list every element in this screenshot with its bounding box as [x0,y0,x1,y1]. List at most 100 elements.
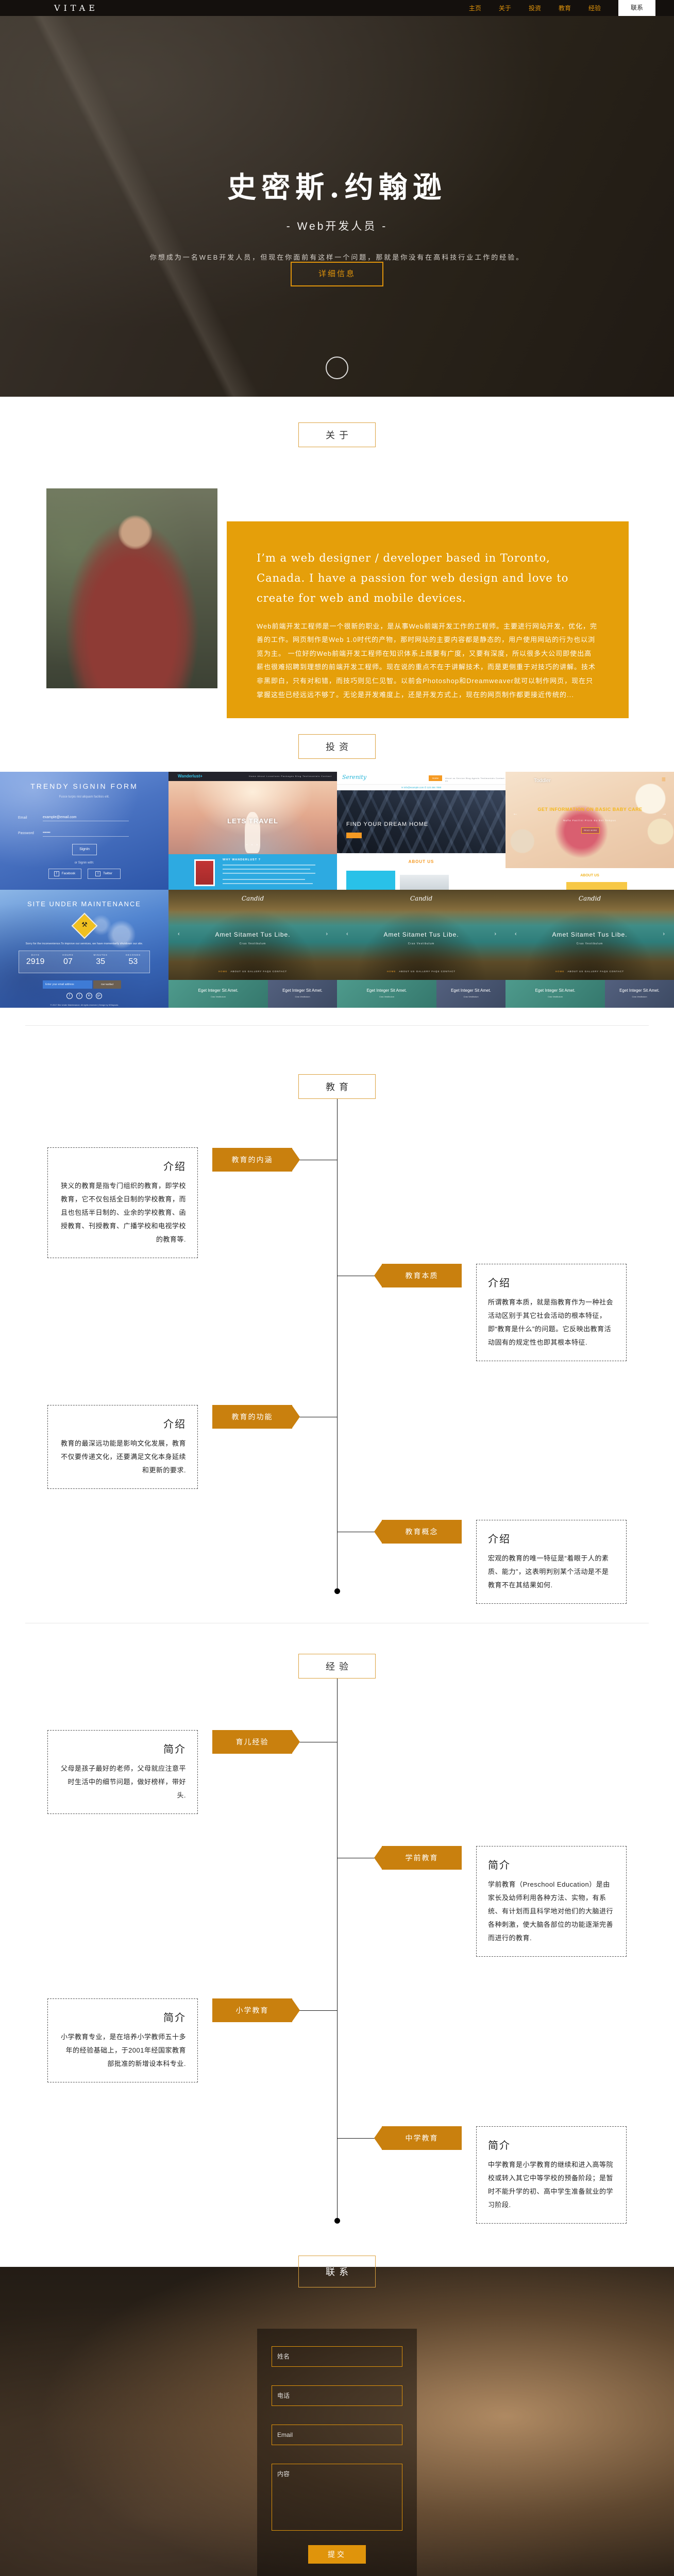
nav-item-about[interactable]: 关于 [498,5,511,12]
next-arrow-icon: → [662,811,667,817]
portfolio-tile-serenity[interactable]: Serenity Home About us Service Blog Agen… [337,772,506,890]
countdown-label: SECONDS [125,954,141,956]
portfolio-tile-wanderlust[interactable]: Wanderlust+ Home About Locations Package… [168,772,337,890]
education-badge-1[interactable]: 教育的内涵 [212,1148,300,1172]
portfolio-tile-toddler[interactable]: Toddler ☰ GET INFORMATION ON BASIC BABY … [506,772,674,890]
tile-brand: Candid [410,895,433,902]
education-badge-2[interactable]: 教育本质 [374,1264,462,1287]
phone-input[interactable] [272,2385,402,2406]
education-badge-3[interactable]: 教育的功能 [212,1405,300,1429]
profile-photo [46,488,217,688]
experience-badge-2[interactable]: 学前教育 [374,1846,462,1870]
hero-role: - Web开发人员 - [286,221,388,232]
signin-button: SignIn [72,844,97,855]
tile-topbar [337,772,506,784]
portfolio-tile-candid[interactable]: Candid ‹ › Amet Sitamet Tus Libe. Cras V… [168,890,337,1008]
timeline-connector [337,2138,380,2139]
submit-button[interactable]: 提交 [308,2545,366,2564]
education-timeline-line [337,1099,338,1588]
experience-badge-4[interactable]: 中学教育 [374,2126,462,2150]
hero-section: 史密斯.约翰逊 - Web开发人员 - 你想成为一名WEB开发人员，但现在你面前… [0,16,674,397]
signin-email-row: Email example@email.com [18,812,149,821]
card-title: Eget Integer Sit Amet. [198,988,239,993]
feature-card-right: Eget Integer Sit Amet. Cras Vestibulum [605,980,674,1008]
countdown-value: 07 [63,957,73,966]
next-arrow-icon: › [494,931,496,937]
card-text: 宏观的教育的唯一特征是“着眼于人的素质、能力”，这表明判别某个活动是不是教育不在… [488,1554,609,1589]
name-input[interactable] [272,2346,402,2367]
nav-item-education[interactable]: 教育 [558,5,571,12]
tile-contact-line: ✉ info@example.com ✆ 123 456 7890 [337,784,506,790]
card-title: Eget Integer Sit Amet. [535,988,576,993]
main-nav: 主页 关于 投资 教育 经验 联系 [469,0,674,16]
text-line [223,869,310,870]
experience-card-3: 简介 小学教育专业，是在培养小学教师五十多年的经验基础上，于2001年经国家教育… [47,1998,198,2082]
tile-subline: Cras Vestibulum [408,942,435,945]
signin-or-text: or Signin with: [74,861,94,865]
card-title: 介绍 [163,1419,186,1430]
lake-photo [337,890,506,980]
tile-footer-note: © 2017 Site Under Maintenance. All right… [50,1004,119,1006]
text-line [223,879,305,880]
menu-icon: ☰ [661,777,666,782]
experience-badge-1[interactable]: 育儿经验 [212,1730,300,1754]
tile-nav-active: HOME [218,970,228,973]
email-label: Email [18,816,27,820]
card-sub: Cras Vestibulum [295,995,310,998]
countdown-value: 53 [128,957,138,966]
nav-item-experience[interactable]: 经验 [588,5,601,12]
education-section-title: 教育 [298,1074,376,1099]
portfolio-tile-signin[interactable]: TRENDY SIGNIN FORM Fusce turpis nisl ali… [0,772,168,890]
prev-arrow-icon: ‹ [515,931,517,937]
maintenance-message: Sorry for the inconvenience.To improve o… [25,942,143,945]
experience-badge-3[interactable]: 小学教育 [212,1998,300,2022]
prev-arrow-icon: ‹ [346,931,348,937]
card-title: Eget Integer Sit Amet. [451,988,491,993]
contact-section-title: 联系 [298,2256,376,2287]
nav-item-contact-active[interactable]: 联系 [618,0,655,16]
lake-photo [506,890,674,980]
portfolio-tile-candid[interactable]: Candid ‹ › Amet Sitamet Tus Libe. Cras V… [506,890,674,1008]
countdown-panel: DAYS 2919 HOURS 07 MINUTES 35 SECONDS 53 [19,951,150,973]
twitter-icon: t [95,871,101,876]
googleplus-icon: g+ [96,993,102,999]
countdown-label: HOURS [62,954,74,956]
top-navbar: VITAE 主页 关于 投资 教育 经验 联系 [0,0,674,16]
tile-brand: Wanderlust+ [178,774,203,778]
baby-photo [506,772,674,868]
lake-photo [168,890,337,980]
nav-item-home[interactable]: 主页 [468,5,481,12]
nav-item-portfolio[interactable]: 投资 [528,5,541,12]
education-card-3: 介绍 教育的最深远功能是影响文化发展，教育不仅要传递文化，还要满足文化本身延续和… [47,1405,198,1489]
twitter-label: Twitter [103,872,112,875]
linkedin-icon: in [86,993,92,999]
card-title: 简介 [488,2140,511,2151]
card-sub: Cras Vestibulum [632,995,647,998]
portfolio-tile-maintenance[interactable]: SITE UNDER MAINTENANCE ⚒ Sorry for the i… [0,890,168,1008]
card-title: 简介 [488,1860,511,1871]
message-textarea[interactable] [272,2464,402,2531]
card-text: 教育的最深远功能是影响文化发展，教育不仅要传递文化，还要满足文化本身延续和更新的… [60,1439,186,1474]
email-input[interactable] [272,2425,402,2445]
portfolio-tile-candid[interactable]: Candid ‹ › Amet Sitamet Tus Libe. Cras V… [337,890,506,1008]
facebook-chip: f Facebook [48,869,81,879]
tools-icon: ⚒ [81,921,88,928]
card-title: Eget Integer Sit Amet. [366,988,407,993]
tile-nav-active: HOME [555,970,565,973]
tile-brand: Serenity [342,774,367,781]
countdown-minutes: MINUTES 35 [85,951,117,973]
tile-about-heading: ABOUT US [580,874,599,877]
details-button[interactable]: 详细信息 [291,262,383,286]
brand-logo[interactable]: VITAE [54,3,98,13]
countdown-days: DAYS 2919 [19,951,52,973]
feature-card-left: Eget Integer Sit Amet. Cras Vestibulum [506,980,605,1008]
card-sub: Cras Vestibulum [463,995,479,998]
tile-headline: LETS TRAVEL [227,817,278,825]
tile-headline: GET INFORMATION ON BASIC BABY CARE [537,807,643,812]
education-card-2: 介绍 所谓教育本质，就是指教育作为一种社会活动区别于其它社会活动的根本特征，即“… [476,1264,627,1361]
social-icons-row: f t in g+ [0,993,168,999]
tile-subline: Nulla Facilisi Proin Eu Est Tempus [563,819,616,822]
scroll-down-indicator[interactable] [326,357,348,379]
education-badge-4[interactable]: 教育概念 [374,1520,462,1544]
text-line [223,873,315,874]
